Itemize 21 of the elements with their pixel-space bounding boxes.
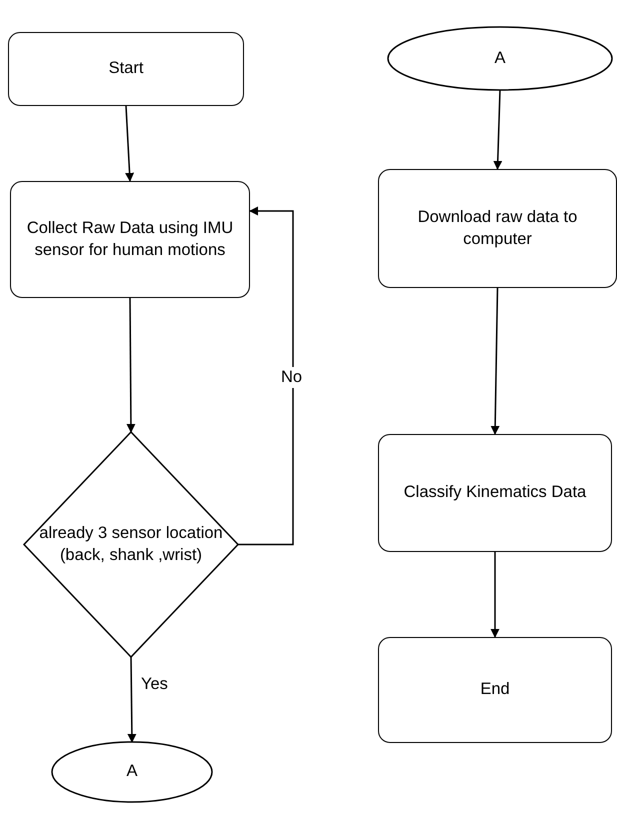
arrow	[493, 90, 502, 170]
process-box	[378, 169, 617, 288]
node-text: Start	[108, 58, 144, 80]
arrow	[127, 656, 136, 743]
process-box	[378, 637, 612, 743]
arrow	[238, 206, 294, 546]
arrow	[490, 552, 500, 638]
node-text: already 3 sensor location (back, shank ,wrist)	[38, 523, 224, 566]
arrow	[125, 106, 134, 182]
node-text: End	[479, 679, 511, 700]
process-box	[378, 434, 612, 552]
node-text: A	[125, 761, 138, 782]
node-text: A	[493, 48, 506, 69]
arrow	[126, 298, 136, 433]
node-text: Download raw data to computer	[416, 207, 578, 250]
process-box	[10, 181, 250, 298]
node-text: Collect Raw Data using IMU sensor for human motions	[26, 218, 234, 260]
process-box	[8, 32, 244, 106]
edge-label: No	[279, 366, 304, 388]
node-text: Classify Kinematics Data	[402, 482, 588, 504]
arrow	[490, 288, 500, 435]
